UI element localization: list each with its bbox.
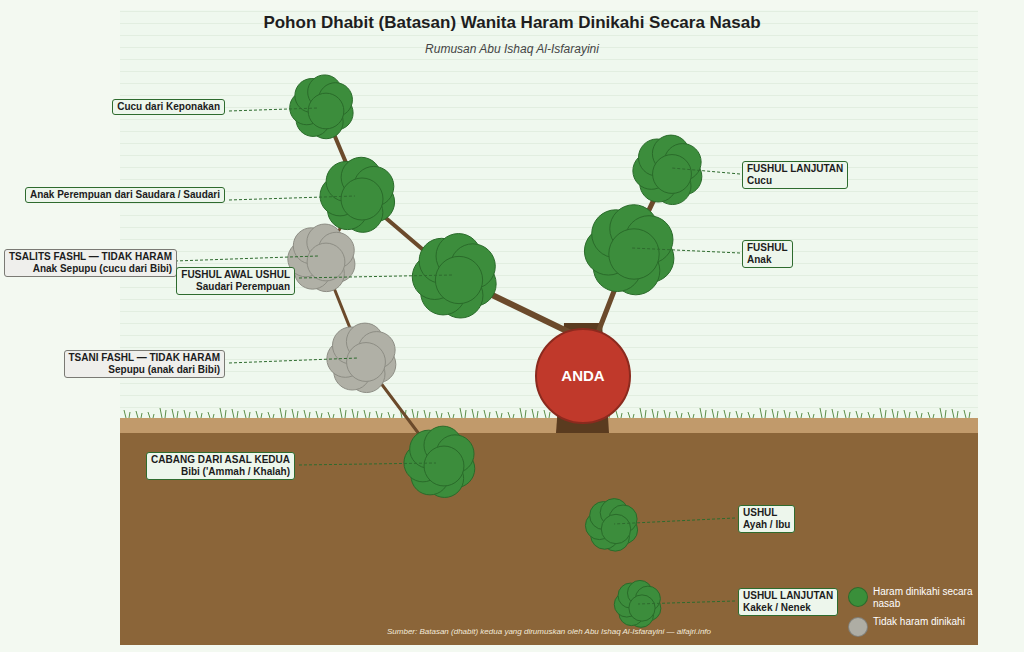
legend-swatch <box>848 617 868 637</box>
not-haram-label: TSANI FASHL — TIDAK HARAMSepupu (anak da… <box>64 350 225 378</box>
source-caption: Sumber: Batasan (dhabit) kedua yang diru… <box>120 627 978 636</box>
leader-lines <box>175 108 740 604</box>
node-text: Kakek / Nenek <box>743 602 833 614</box>
node-text: Anak Perempuan dari Saudara / Saudari <box>30 189 220 201</box>
node-text: Sepupu (anak dari Bibi) <box>69 364 220 376</box>
haram-label: Anak Perempuan dari Saudara / Saudari <box>25 187 225 203</box>
subtitle: Rumusan Abu Ishaq Al-Isfarayini <box>0 42 1024 56</box>
ground-strip <box>120 418 978 433</box>
node-text: FUSHUL LANJUTAN <box>747 163 843 175</box>
legend-text: Tidak haram dinikahi <box>873 616 973 628</box>
not-haram-label: TSALITS FASHL — TIDAK HARAMAnak Sepupu (… <box>4 249 177 277</box>
node-text: USHUL LANJUTAN <box>743 590 833 602</box>
haram-label: FUSHUL AWAL USHULSaudari Perempuan <box>176 267 295 295</box>
haram-label: CABANG DARI ASAL KEDUABibi ('Ammah / Kha… <box>146 452 295 480</box>
node-text: Ayah / Ibu <box>743 519 790 531</box>
node-text: ANDA <box>561 370 604 382</box>
soil <box>120 433 978 645</box>
legend-text: Haram dinikahi secara nasab <box>873 586 973 610</box>
haram-label: USHUL LANJUTANKakek / Nenek <box>738 588 838 616</box>
node-text: FUSHUL <box>747 242 788 254</box>
node-text: Bibi ('Ammah / Khalah) <box>151 466 290 478</box>
haram-label: FUSHULAnak <box>742 240 793 268</box>
branches <box>322 108 668 462</box>
haram-label: USHULAyah / Ibu <box>738 505 795 533</box>
haram-label: FUSHUL LANJUTANCucu <box>742 161 848 189</box>
self-circle: ANDA <box>535 328 631 424</box>
legend-swatch <box>848 587 868 607</box>
haram-label: Cucu dari Keponakan <box>112 99 225 115</box>
node-text: USHUL <box>743 507 790 519</box>
diagram-title: Pohon Dhabit (Batasan) Wanita Haram Dini… <box>0 13 1024 33</box>
grass <box>124 408 970 418</box>
node-text: Anak Sepupu (cucu dari Bibi) <box>9 263 172 275</box>
node-text: CABANG DARI ASAL KEDUA <box>151 454 290 466</box>
node-text: FUSHUL AWAL USHUL <box>181 269 290 281</box>
foliage <box>288 75 702 627</box>
node-text: Cucu <box>747 175 843 187</box>
node-text: Anak <box>747 254 788 266</box>
node-text: TSALITS FASHL — TIDAK HARAM <box>9 251 172 263</box>
node-text: Saudari Perempuan <box>181 281 290 293</box>
node-text: Cucu dari Keponakan <box>117 101 220 113</box>
node-text: TSANI FASHL — TIDAK HARAM <box>69 352 220 364</box>
